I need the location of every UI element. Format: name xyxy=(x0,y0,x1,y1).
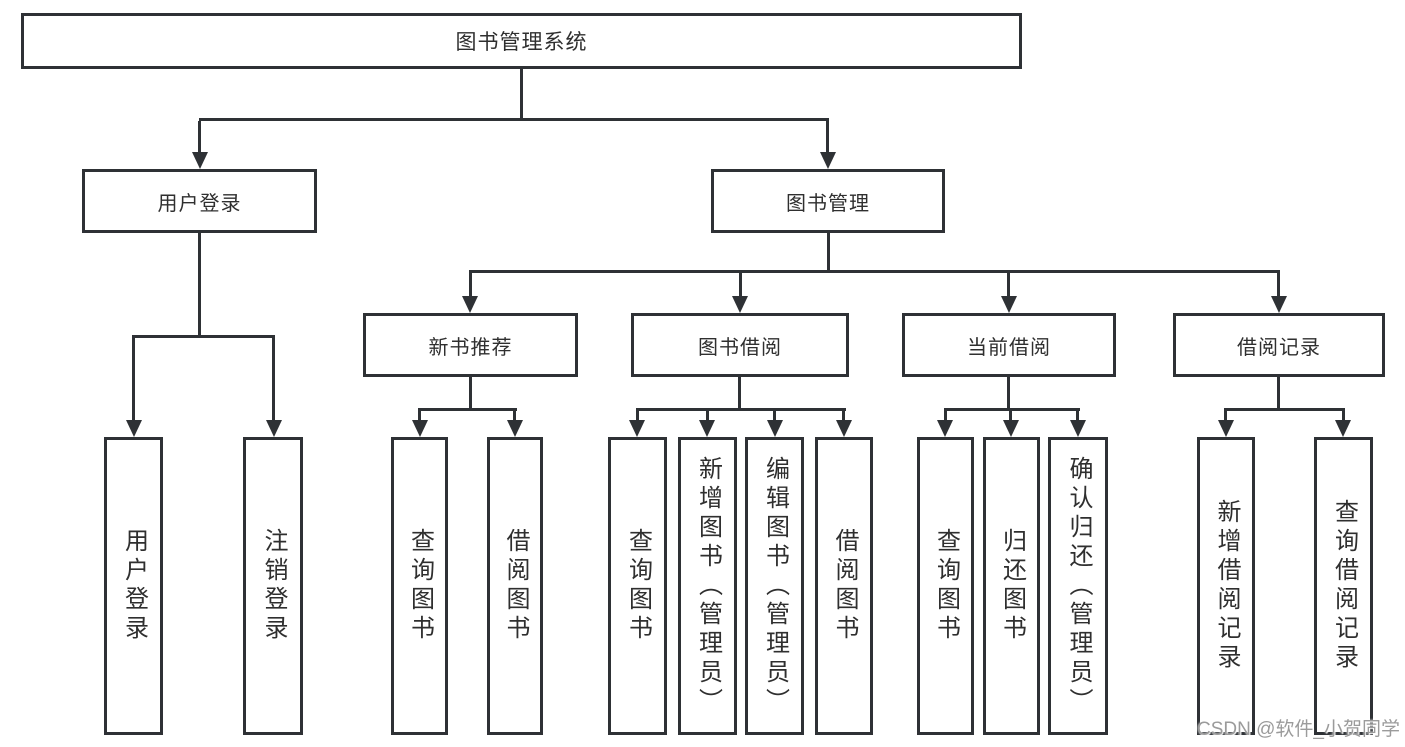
connector-hline xyxy=(944,408,1080,411)
arrow-down-icon xyxy=(1001,296,1017,313)
arrow-down-icon xyxy=(937,420,953,437)
node-user-login: 用户登录 xyxy=(82,169,317,233)
node-borrow-records: 借阅记录 xyxy=(1173,313,1385,377)
leaf-borrow-books-1-label: 借阅图书 xyxy=(502,528,529,644)
leaf-edit-book-admin-label: 编辑图书（管理员） xyxy=(761,455,789,717)
leaf-add-borrow-record: 新增借阅记录 xyxy=(1197,437,1255,735)
arrow-down-icon xyxy=(820,152,836,169)
leaf-query-borrow-record-label: 查询借阅记录 xyxy=(1330,499,1358,673)
connector-vline xyxy=(1342,411,1345,420)
arrow-down-icon xyxy=(1070,420,1086,437)
arrow-down-icon xyxy=(1218,420,1234,437)
connector-vline xyxy=(1277,273,1280,297)
leaf-confirm-return-admin-label: 确认归还（管理员） xyxy=(1065,455,1092,717)
node-root-label: 图书管理系统 xyxy=(455,31,588,54)
node-borrow-records-label: 借阅记录 xyxy=(1237,336,1321,359)
leaf-confirm-return-admin: 确认归还（管理员） xyxy=(1048,437,1108,735)
leaf-add-book-admin: 新增图书（管理员） xyxy=(678,437,737,735)
arrow-down-icon xyxy=(126,420,142,437)
arrow-down-icon xyxy=(732,296,748,313)
arrow-down-icon xyxy=(507,420,523,437)
connector-vline xyxy=(272,338,275,420)
leaf-add-borrow-record-label: 新增借阅记录 xyxy=(1213,499,1240,673)
connector-vline xyxy=(1076,411,1079,420)
connector-vline xyxy=(827,233,830,270)
connector-vline xyxy=(944,411,947,420)
arrow-down-icon xyxy=(1335,420,1351,437)
leaf-logout-label: 注销登录 xyxy=(260,528,287,644)
arrow-down-icon xyxy=(1271,296,1287,313)
connector-vline xyxy=(1007,377,1010,408)
connector-hline xyxy=(469,270,1280,273)
arrow-down-icon xyxy=(412,420,428,437)
node-current-borrow: 当前借阅 xyxy=(902,313,1116,377)
arrow-down-icon xyxy=(266,420,282,437)
connector-hline xyxy=(418,408,517,411)
leaf-edit-book-admin: 编辑图书（管理员） xyxy=(745,437,804,735)
leaf-user-login-label: 用户登录 xyxy=(120,528,148,644)
node-book-borrow-label: 图书借阅 xyxy=(698,336,782,359)
arrow-down-icon xyxy=(767,420,783,437)
connector-vline xyxy=(418,411,421,420)
leaf-query-books-1-label: 查询图书 xyxy=(406,528,434,644)
connector-vline xyxy=(1224,411,1227,420)
arrow-down-icon xyxy=(1003,420,1019,437)
leaf-query-books-2-label: 查询图书 xyxy=(624,528,652,644)
arrow-down-icon xyxy=(192,152,208,169)
connector-vline xyxy=(132,338,135,420)
arrow-down-icon xyxy=(629,420,645,437)
connector-vline xyxy=(513,411,516,420)
node-root: 图书管理系统 xyxy=(21,13,1022,69)
arrow-down-icon xyxy=(836,420,852,437)
leaf-borrow-books-2: 借阅图书 xyxy=(815,437,873,735)
csdn-watermark: CSDN @软件_小贺同学 xyxy=(1197,719,1400,740)
leaf-query-books-2: 查询图书 xyxy=(608,437,667,735)
connector-vline xyxy=(1007,273,1010,297)
connector-vline xyxy=(826,121,829,153)
connector-vline xyxy=(739,273,742,297)
node-book-management-label: 图书管理 xyxy=(786,192,870,215)
leaf-return-books-label: 归还图书 xyxy=(998,528,1026,644)
connector-vline xyxy=(636,411,639,420)
leaf-borrow-books-1: 借阅图书 xyxy=(487,437,543,735)
leaf-user-login: 用户登录 xyxy=(104,437,163,735)
leaf-borrow-books-2-label: 借阅图书 xyxy=(831,528,858,644)
leaf-query-books-3: 查询图书 xyxy=(917,437,974,735)
connector-vline xyxy=(842,411,845,420)
leaf-logout: 注销登录 xyxy=(243,437,303,735)
connector-hline xyxy=(636,408,846,411)
connector-vline xyxy=(706,411,709,420)
connector-vline xyxy=(520,69,523,118)
leaf-return-books: 归还图书 xyxy=(983,437,1040,735)
leaf-query-books-3-label: 查询图书 xyxy=(932,528,960,644)
connector-vline xyxy=(198,233,201,335)
node-current-borrow-label: 当前借阅 xyxy=(967,336,1051,359)
node-user-login-label: 用户登录 xyxy=(157,192,242,215)
node-book-management: 图书管理 xyxy=(711,169,945,233)
connector-vline xyxy=(469,273,472,297)
connector-hline xyxy=(199,118,829,121)
leaf-add-book-admin-label: 新增图书（管理员） xyxy=(694,455,722,717)
leaf-query-books-1: 查询图书 xyxy=(391,437,448,735)
connector-vline xyxy=(738,377,741,408)
connector-hline xyxy=(132,335,275,338)
node-book-borrow: 图书借阅 xyxy=(631,313,849,377)
connector-vline xyxy=(469,377,472,408)
node-new-book-recommend-label: 新书推荐 xyxy=(428,336,513,359)
connector-vline xyxy=(198,121,201,153)
connector-vline xyxy=(1009,411,1012,420)
arrow-down-icon xyxy=(699,420,715,437)
leaf-query-borrow-record: 查询借阅记录 xyxy=(1314,437,1373,735)
connector-hline xyxy=(1224,408,1345,411)
connector-vline xyxy=(773,411,776,420)
connector-vline xyxy=(1277,377,1280,408)
node-new-book-recommend: 新书推荐 xyxy=(363,313,578,377)
arrow-down-icon xyxy=(462,296,478,313)
